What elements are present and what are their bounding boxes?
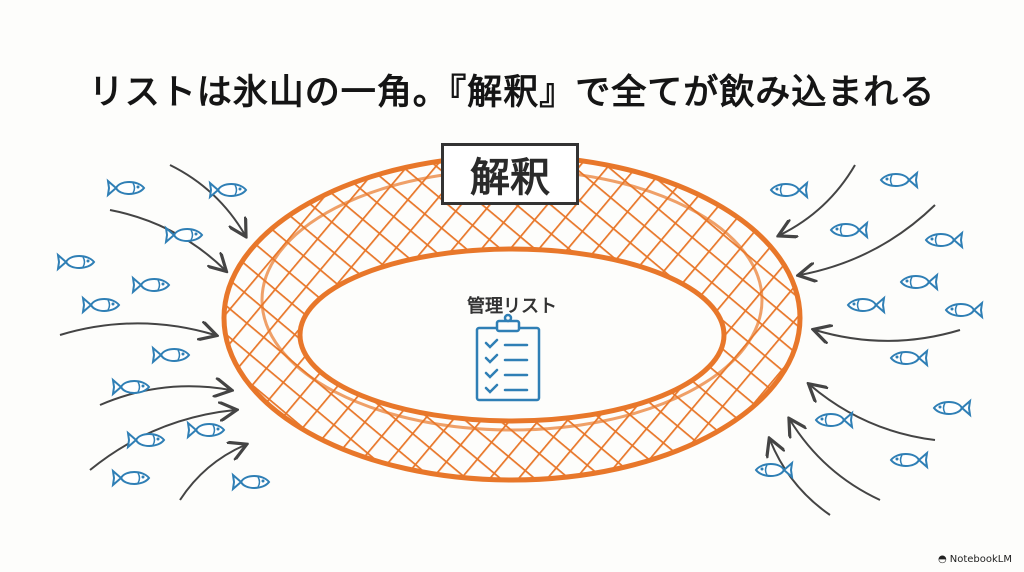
arrow — [810, 385, 936, 441]
arrow — [770, 440, 831, 516]
fish-icon — [111, 468, 151, 488]
arrow — [790, 420, 881, 501]
fish-icon — [106, 178, 146, 198]
fish-icon — [846, 295, 886, 315]
fish-icon — [208, 180, 248, 200]
fish-icon — [754, 460, 794, 480]
fish-icon — [111, 377, 151, 397]
fish-school — [56, 170, 984, 492]
fish-icon — [164, 225, 204, 245]
fish-icon — [879, 170, 919, 190]
brand-watermark: ◓ NotebookLM — [938, 554, 1012, 565]
fish-icon — [899, 272, 939, 292]
fish-icon — [151, 345, 191, 365]
arrow — [815, 330, 961, 341]
fish-icon — [186, 420, 226, 440]
arrow — [780, 164, 856, 235]
fish-icon — [924, 230, 964, 250]
arrow — [179, 445, 245, 501]
arrow — [800, 204, 936, 275]
fish-icon — [81, 295, 121, 315]
clipboard-checklist-icon — [475, 313, 541, 402]
fish-icon — [56, 252, 96, 272]
fish-icon — [231, 472, 271, 492]
fish-icon — [126, 430, 166, 450]
arrow — [59, 323, 215, 335]
fish-icon — [769, 180, 809, 200]
arrow — [99, 386, 230, 406]
slide-title: リストは氷山の一角。『解釈』で全てが飲み込まれる — [88, 73, 936, 113]
arrow — [109, 209, 225, 270]
notebooklm-logo-icon: ◓ — [938, 554, 947, 565]
arrow — [89, 410, 235, 471]
fish-icon — [814, 410, 854, 430]
fish-icon — [889, 450, 929, 470]
arrows — [59, 164, 961, 516]
fish-icon — [932, 398, 972, 418]
brand-name: NotebookLM — [949, 554, 1012, 565]
fish-icon — [829, 220, 869, 240]
managed-list-label: 管理リスト — [467, 296, 557, 317]
fish-icon — [889, 348, 929, 368]
fish-icon — [944, 300, 984, 320]
interpretation-label: 解釈 — [441, 143, 579, 205]
fish-icon — [131, 275, 171, 295]
